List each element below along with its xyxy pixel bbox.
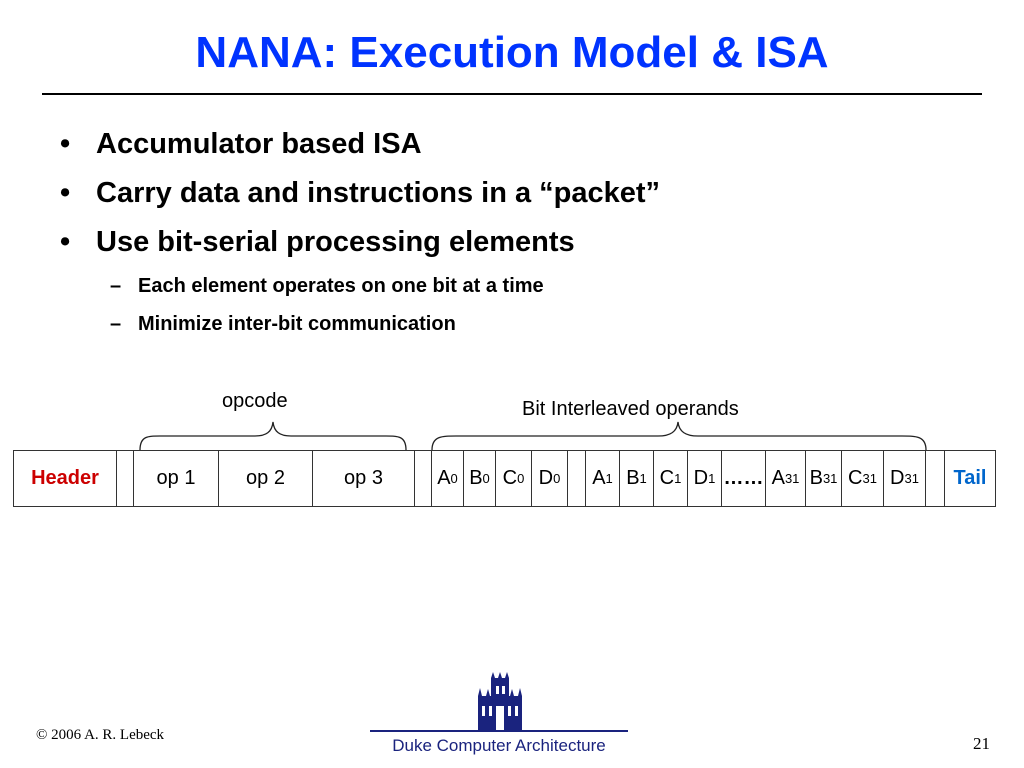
sub-bullet-text: Each element operates on one bit at a ti… (138, 275, 544, 297)
bullet-marker: • (60, 226, 71, 258)
packet-spacer-cell (117, 451, 134, 506)
page-number: 21 (973, 734, 990, 753)
bullet-text: Accumulator based ISA (96, 128, 422, 160)
bullet-item: • Accumulator based ISA (60, 124, 980, 173)
sub-bullet-marker: – (110, 275, 122, 297)
bullet-list: • Accumulator based ISA • Carry data and i… (60, 124, 980, 347)
packet-ellipsis-cell: …… (722, 451, 766, 506)
sub-bullet-marker: – (110, 313, 122, 335)
opcode-brace (139, 421, 407, 451)
packet-spacer-cell (568, 451, 586, 506)
bullet-item: • Carry data and instructions in a “packe… (60, 173, 980, 222)
packet-tail-cell: Tail (953, 467, 987, 489)
packet-op2-cell: op 2 (219, 451, 313, 506)
packet-op1-cell: op 1 (134, 451, 219, 506)
packet-spacer-cell (926, 451, 945, 506)
packet-op3-cell: op 3 (313, 451, 415, 506)
footer-divider (370, 730, 628, 732)
duke-chapel-logo-icon (478, 672, 522, 730)
operands-brace (431, 421, 927, 451)
title-divider (42, 93, 982, 95)
bullet-text: Use bit-serial processing elements (96, 226, 575, 258)
sub-bullet-item: –Minimize inter-bit communication (60, 309, 980, 347)
opcode-label: opcode (222, 390, 288, 412)
footer-copyright: © 2006 A. R. Lebeck (36, 727, 165, 743)
bullet-item: • Use bit-serial processing elements (60, 222, 980, 271)
operands-label: Bit Interleaved operands (522, 398, 739, 420)
bullet-text: Carry data and instructions in a “packet… (96, 177, 661, 209)
bullet-marker: • (60, 128, 71, 160)
sub-bullet-item: –Each element operates on one bit at a t… (60, 271, 980, 309)
slide-title: NANA: Execution Model & ISA (195, 28, 829, 77)
footer-course-name: Duke Computer Architecture (392, 736, 606, 755)
packet-spacer-cell (415, 451, 432, 506)
bullet-marker: • (60, 177, 71, 209)
sub-bullet-text: Minimize inter-bit communication (138, 313, 456, 335)
packet-header-cell: Header (14, 451, 117, 506)
